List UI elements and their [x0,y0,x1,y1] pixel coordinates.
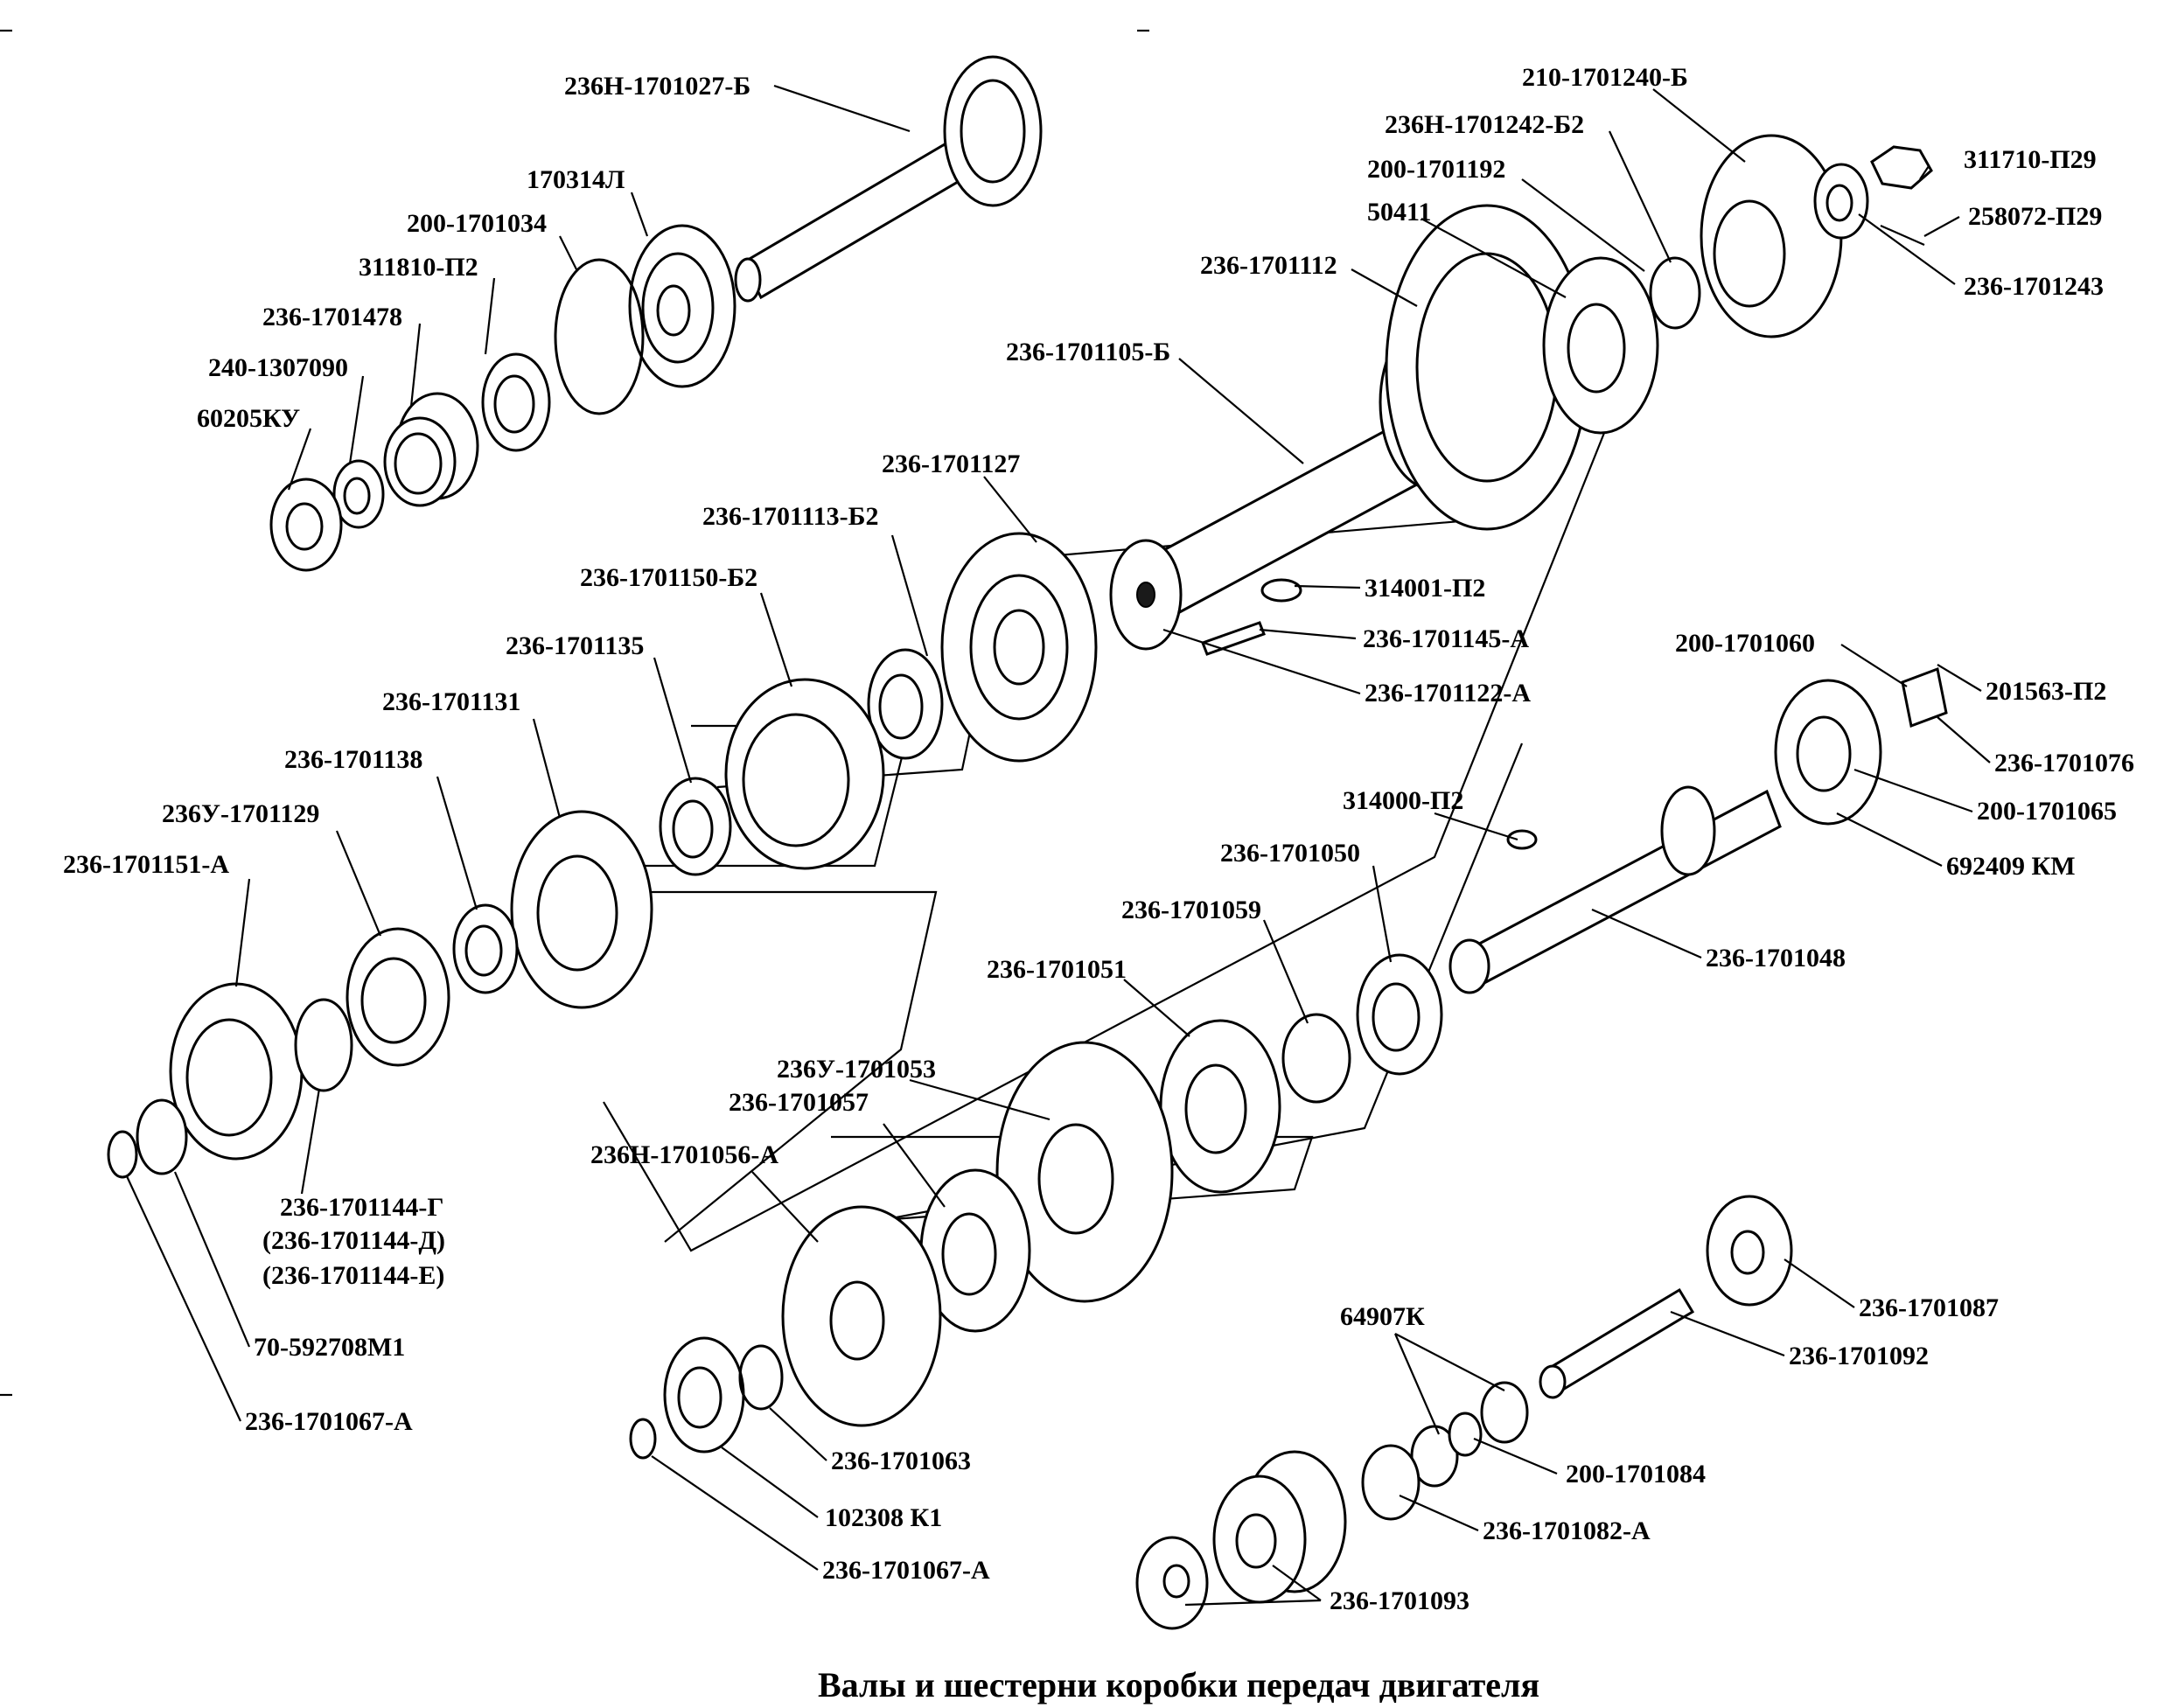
key-314000-P2 [1506,829,1538,850]
primary-shaft-group [269,55,1043,572]
label-70-592708M1: 70-592708М1 [254,1333,405,1362]
label-236-1701135: 236-1701135 [506,631,644,660]
label-200-1701060: 200-1701060 [1675,629,1815,658]
label-236-1701063: 236-1701063 [831,1447,971,1475]
label-236-1701150-B2: 236-1701150-Б2 [580,563,757,592]
spacer-200-1701084 [1448,1412,1483,1457]
label-236N-1701056-A: 236Н-1701056-А [590,1140,778,1169]
nut-311710-P29 [1870,145,1933,190]
plate-200-1701060 [1901,666,1948,729]
label-236-1701105-B: 236-1701105-Б [1006,338,1170,366]
cotter-pin-258072-P29 [1880,224,1925,247]
label-692409-KM: 692409 КМ [1946,852,2076,881]
label-200-1701192: 200-1701192 [1367,155,1505,184]
label-236-1701144-E: (236-1701144-Е) [262,1261,444,1290]
main-gear-group [107,532,1098,1179]
label-236-1701145-A: 236-1701145-А [1363,624,1529,653]
label-236-1701122-A: 236-1701122-А [1365,679,1531,708]
part-labels: 236Н-1701027-Б 170314Л 200-1701034 31181… [63,63,2134,1615]
secondary-shaft-group [1109,134,1933,656]
gear-236-1701144-G [294,998,353,1092]
label-236-1701138: 236-1701138 [284,745,422,774]
label-236-1701059: 236-1701059 [1121,896,1261,924]
leader-lines [126,84,1991,1607]
label-236-1701151-A: 236-1701151-А [63,850,229,879]
label-236-1701243: 236-1701243 [1964,272,2104,301]
label-314001-P2: 314001-П2 [1365,574,1485,603]
label-200-1701084: 200-1701084 [1566,1460,1706,1488]
label-314000-P2: 314000-П2 [1343,786,1463,815]
needle-bearing-64907K-1 [1480,1381,1529,1444]
label-200-1701034: 200-1701034 [407,209,547,238]
label-236U-1701053: 236У-1701053 [777,1055,936,1084]
label-236-1701144-D: (236-1701144-Д) [262,1226,445,1255]
label-236-1701131: 236-1701131 [382,687,520,716]
label-236-1701067-A-left: 236-1701067-А [245,1407,413,1436]
ring-70-592708M1 [136,1098,188,1175]
label-236-1701093: 236-1701093 [1330,1586,1469,1615]
label-236-1701050: 236-1701050 [1220,839,1360,868]
label-201563-P2: 201563-П2 [1986,677,2106,706]
label-236-1701067-A-bottom: 236-1701067-А [822,1556,990,1585]
label-258072-P29: 258072-П29 [1968,202,2102,231]
circlip-236-1701067-A-bottom [629,1418,657,1460]
label-64907K: 64907К [1340,1302,1425,1331]
label-236-1701113-B2: 236-1701113-Б2 [702,502,879,531]
spacer-236-1701082-A [1361,1444,1421,1521]
countershaft-group [629,666,1948,1460]
label-240-1307090: 240-1307090 [208,353,348,382]
label-311710-P29: 311710-П29 [1964,145,2097,174]
label-102308-K1: 102308 К1 [825,1503,942,1532]
label-236-1701087: 236-1701087 [1859,1293,1999,1322]
label-236-1701112: 236-1701112 [1200,251,1337,280]
label-236-1701082-A: 236-1701082-А [1483,1516,1651,1545]
key-314001-P2 [1260,578,1302,603]
label-236-1701048: 236-1701048 [1706,944,1846,973]
label-236U-1701129: 236У-1701129 [162,799,319,828]
circlip-236-1701067-A-left [107,1130,138,1179]
label-236-1701127: 236-1701127 [882,450,1020,478]
label-236N-1701242-B2: 236Н-1701242-Б2 [1385,110,1584,139]
ring-236-1701063 [738,1344,784,1411]
reverse-idler-group [1135,1195,1793,1630]
label-50411: 50411 [1367,198,1431,227]
label-236-1701478: 236-1701478 [262,303,402,331]
ring-200-1701034 [554,258,645,415]
label-210-1701240-B: 210-1701240-Б [1522,63,1688,92]
label-60205KU: 60205КУ [197,404,300,433]
label-236-1701051: 236-1701051 [987,955,1127,984]
label-236N-1701027-B: 236Н-1701027-Б [564,72,750,101]
label-311810-P2: 311810-П2 [359,253,478,282]
key-236-1701145-A [1201,621,1266,656]
label-236-1701092: 236-1701092 [1789,1342,1929,1370]
ring-236N-1701242-B2 [1649,256,1701,330]
label-170314L: 170314Л [527,165,625,194]
primary-shaft-end [734,257,762,303]
bushing-236-1701059 [1281,1013,1351,1104]
axle-236-1701092 [1546,1287,1695,1393]
label-236-1701057: 236-1701057 [729,1088,869,1117]
primary-shaft [742,142,964,300]
diagram-caption: Валы и шестерни коробки передач двигател… [818,1665,1539,1705]
label-236-1701144-G: 236-1701144-Г [280,1193,443,1222]
label-200-1701065: 200-1701065 [1977,797,2117,826]
label-236-1701076: 236-1701076 [1994,749,2134,777]
